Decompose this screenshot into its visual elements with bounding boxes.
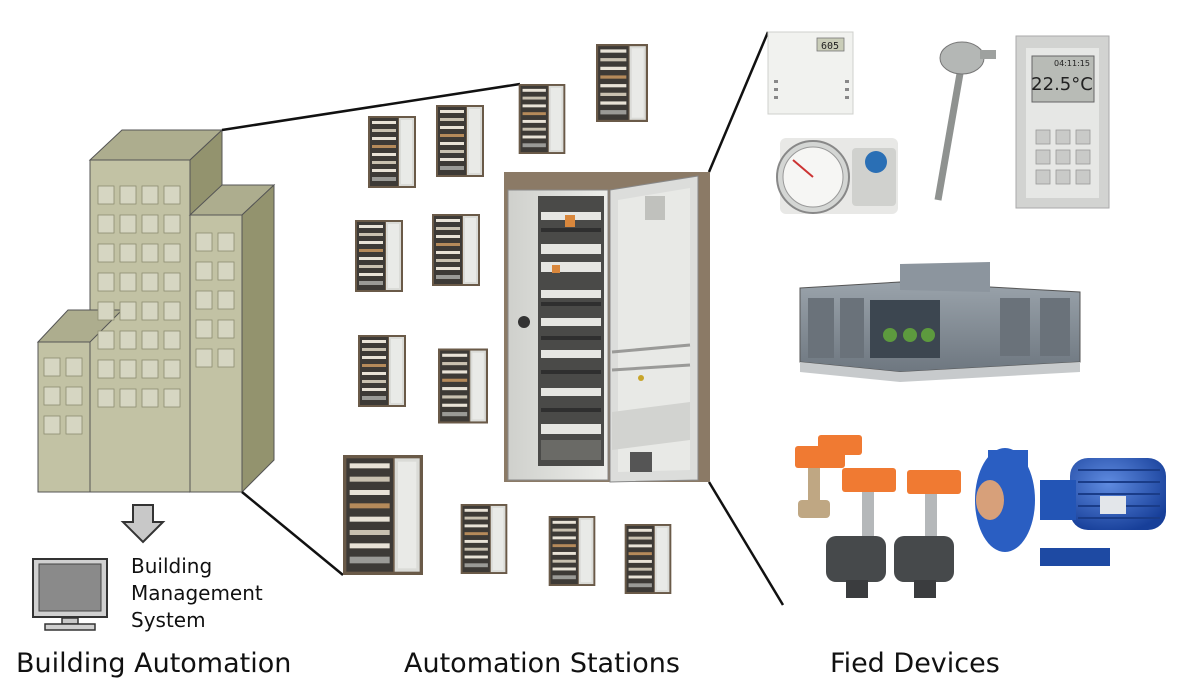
room-sensor: 605	[767, 31, 854, 115]
building-window	[141, 330, 159, 350]
building-window	[65, 357, 83, 377]
building-window	[119, 185, 137, 205]
mini-cabinet	[548, 516, 596, 586]
connector-lines	[221, 31, 785, 606]
section-label-building-automation: Building Automation	[16, 648, 292, 679]
building-window	[163, 301, 181, 321]
building-window	[195, 348, 213, 368]
valve-actuators	[795, 435, 961, 598]
building-window	[43, 415, 61, 435]
building-window	[195, 290, 213, 310]
mini-cabinet	[460, 504, 508, 574]
building-window	[163, 388, 181, 408]
mini-cabinet	[432, 214, 480, 286]
building-window	[65, 386, 83, 406]
building-window	[217, 319, 235, 339]
building-window	[97, 243, 115, 263]
building-window	[119, 388, 137, 408]
building-window	[163, 214, 181, 234]
building-window	[195, 232, 213, 252]
thermostat-display: 22.5°C	[1031, 74, 1093, 95]
air-handling-unit	[799, 262, 1081, 382]
building-window	[163, 185, 181, 205]
building-window	[141, 301, 159, 321]
mini-cabinet	[624, 524, 672, 594]
building-window	[217, 290, 235, 310]
section-label-automation-stations: Automation Stations	[404, 648, 680, 679]
building-window	[217, 232, 235, 252]
mini-cabinet	[438, 348, 488, 424]
temperature-probe	[934, 41, 996, 201]
water-pump	[975, 448, 1166, 566]
down-arrow-icon	[120, 504, 166, 544]
mini-cabinet	[436, 105, 484, 177]
building-window	[195, 319, 213, 339]
building-window	[97, 185, 115, 205]
building-window	[163, 272, 181, 292]
building-window	[195, 261, 213, 281]
building-window	[119, 330, 137, 350]
building-window	[97, 214, 115, 234]
building-window	[141, 185, 159, 205]
building-window	[119, 272, 137, 292]
mini-cabinet	[358, 335, 406, 407]
thermostat-time: 04:11:15	[1054, 59, 1090, 68]
building-window	[119, 301, 137, 321]
section-label-field-devices: Fied Devices	[830, 648, 1000, 679]
building-window	[97, 388, 115, 408]
mini-cabinet	[343, 455, 423, 575]
building-window	[119, 243, 137, 263]
building-illustration	[36, 128, 276, 494]
building-window	[119, 359, 137, 379]
building-window	[163, 243, 181, 263]
building-window	[217, 348, 235, 368]
building-window	[217, 261, 235, 281]
building-window	[65, 415, 83, 435]
bms-label-line1: Building	[131, 554, 213, 578]
building-window	[43, 386, 61, 406]
building-window	[97, 272, 115, 292]
building-window	[163, 359, 181, 379]
pressure-gauge	[776, 138, 898, 214]
sensor-display: 605	[821, 41, 839, 52]
bms-label-line3: System	[131, 608, 206, 632]
building-window	[97, 359, 115, 379]
room-thermostat: 04:11:15 22.5°C	[1015, 35, 1110, 209]
building-window	[163, 330, 181, 350]
building-window	[141, 272, 159, 292]
building-window	[43, 357, 61, 377]
building-window	[97, 330, 115, 350]
mini-cabinet	[368, 116, 416, 188]
mini-cabinet	[518, 84, 566, 154]
building-window	[141, 359, 159, 379]
building-window	[141, 243, 159, 263]
bms-label-line2: Management	[131, 581, 263, 605]
mini-cabinet	[596, 44, 648, 122]
building-window	[119, 214, 137, 234]
monitor-icon	[32, 558, 108, 631]
building-window	[97, 301, 115, 321]
automation-station-cabinet	[504, 172, 710, 483]
building-window	[141, 388, 159, 408]
building-window	[141, 214, 159, 234]
mini-cabinet	[355, 220, 403, 292]
